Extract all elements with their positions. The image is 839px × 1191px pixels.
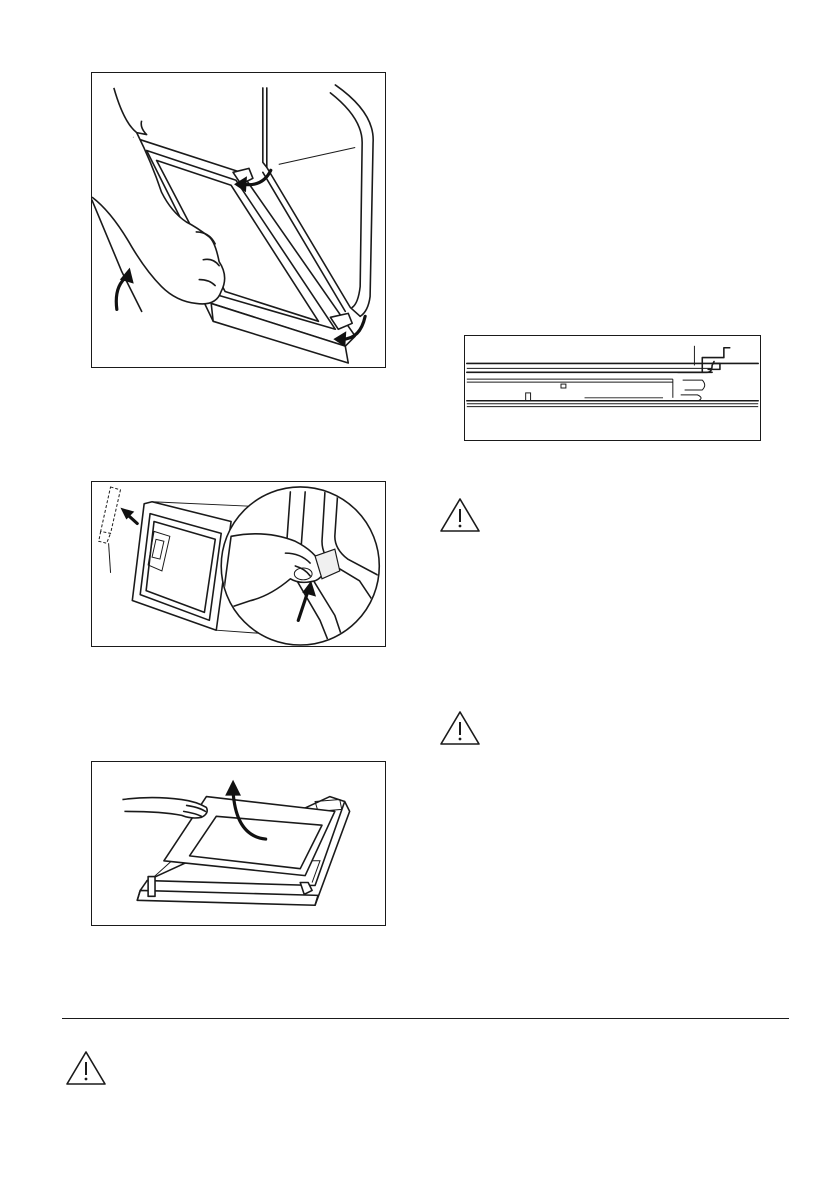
figure-glass-seat-detail (464, 335, 761, 441)
figure-door-trim-removal (91, 481, 386, 647)
figure-door-lift-out (91, 72, 386, 368)
warning-triangle-icon (439, 710, 481, 746)
section-divider (62, 1018, 789, 1019)
door-lift-illustration (92, 73, 385, 367)
trim-removal-illustration (92, 482, 385, 646)
figure-glass-panel-removal (91, 761, 386, 926)
warning-triangle-icon (65, 1050, 107, 1086)
glass-panel-illustration (92, 762, 385, 925)
warning-triangle-icon (439, 497, 481, 533)
glass-seat-illustration (465, 336, 760, 440)
